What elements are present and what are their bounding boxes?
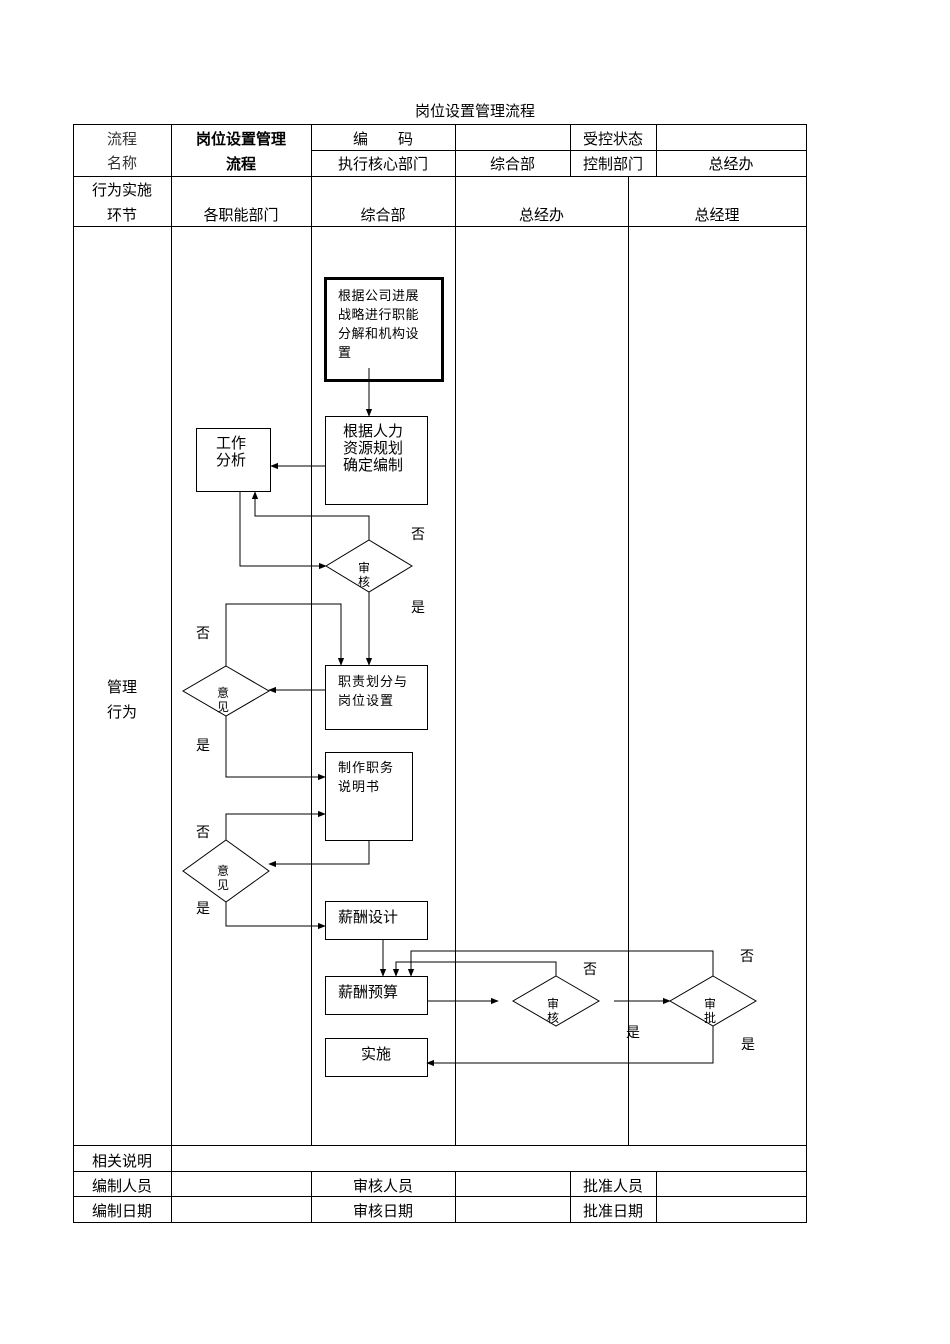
control-dept-label: 控制部门	[582, 155, 643, 173]
salary-budget-box	[325, 976, 428, 1015]
review1-text: 审核	[357, 561, 370, 589]
opinion2-yes-label: 是	[196, 901, 210, 917]
reviewer-label: 审核人员	[352, 1177, 413, 1195]
controlled-status-label: 受控状态	[582, 130, 643, 148]
review1-yes-label: 是	[411, 600, 425, 616]
arrow-opinion2-yes	[225, 902, 326, 930]
arrow-analysis-to-review1	[239, 492, 327, 570]
review2-diamond	[512, 975, 600, 1027]
review1-no-label: 否	[411, 527, 425, 543]
control-dept-value: 总经办	[708, 155, 754, 173]
body-label-2: 行为	[106, 703, 137, 721]
approve-text: 审批	[703, 997, 716, 1025]
review2-yes-label: 是	[626, 1025, 640, 1041]
approve-date-label: 批准日期	[582, 1202, 643, 1220]
arrow-opinion2-no	[225, 810, 326, 840]
process-name-label-1: 流程	[106, 130, 137, 148]
opinion1-no-label: 否	[196, 626, 210, 642]
job-desc-box	[325, 752, 413, 841]
lane-functional-depts: 各职能部门	[203, 206, 279, 224]
arrow-approve-yes	[426, 1026, 714, 1067]
arrow-opinion1-no	[225, 603, 345, 666]
core-dept-label: 执行核心部门	[337, 155, 428, 173]
lane-general-manager: 总经理	[694, 206, 740, 224]
notes-label: 相关说明	[91, 1152, 152, 1170]
strategy-text: 根据公司进展战略进行职能分解和机构设置	[338, 289, 420, 361]
arrow-review2-no	[392, 961, 557, 977]
document-title: 岗位设置管理流程	[414, 102, 535, 120]
job-analysis-text: 工作分析	[216, 434, 247, 469]
lane-general-affairs: 综合部	[360, 206, 406, 224]
arrow-opinion1-yes	[225, 716, 326, 781]
implement-text: 实施	[361, 1045, 392, 1063]
arrow-approve-no	[407, 950, 714, 977]
opinion1-text: 意见	[216, 686, 229, 714]
duties-text: 职责划分与岗位设置	[338, 675, 409, 709]
opinion2-no-label: 否	[196, 825, 210, 841]
opinion1-yes-label: 是	[196, 738, 210, 754]
implement-box	[325, 1038, 428, 1077]
row-label-1: 行为实施	[91, 181, 152, 199]
author-date-label: 编制日期	[91, 1202, 152, 1220]
salary-design-text: 薪酬设计	[338, 908, 399, 926]
job-analysis-box	[196, 428, 271, 492]
process-name-1: 岗位设置管理	[195, 130, 286, 148]
approve-yes-label: 是	[741, 1037, 755, 1053]
process-name-2: 流程	[225, 155, 256, 173]
salary-budget-text: 薪酬预算	[338, 983, 399, 1001]
job-desc-text: 制作职务说明书	[338, 761, 395, 795]
salary-design-box	[325, 901, 428, 940]
lane-gm-office: 总经办	[518, 206, 564, 224]
approver-label: 批准人员	[582, 1177, 643, 1195]
opinion2-text: 意见	[216, 864, 229, 892]
duties-box	[325, 665, 428, 730]
review2-text: 审核	[546, 997, 559, 1025]
review2-no-label: 否	[583, 962, 597, 978]
staffing-box	[325, 416, 428, 505]
review-date-label: 审核日期	[352, 1202, 413, 1220]
author-label: 编制人员	[91, 1177, 152, 1195]
row-label-2: 环节	[106, 206, 137, 224]
code-label: 编 码	[352, 130, 413, 148]
strategy-box	[324, 277, 444, 382]
staffing-text: 根据人力资源规划确定编制	[343, 422, 404, 474]
arrow-review1-no	[251, 491, 370, 540]
process-name-label-2: 名称	[106, 154, 137, 172]
approve-no-label: 否	[740, 949, 754, 965]
core-dept-value: 综合部	[489, 155, 535, 173]
body-label-1: 管理	[106, 678, 137, 696]
arrow-jobdesc-to-opinion2	[268, 840, 370, 868]
